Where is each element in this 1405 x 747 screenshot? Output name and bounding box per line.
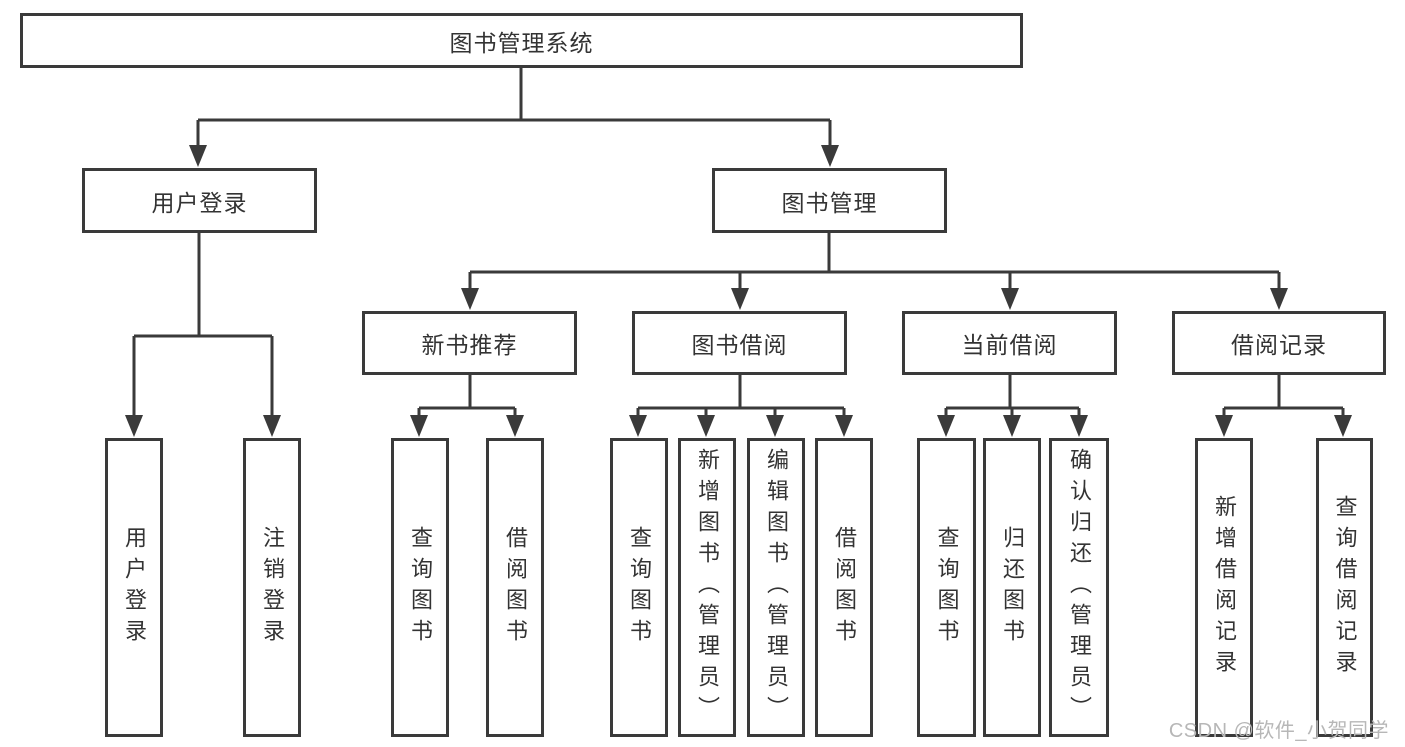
leaf-query-borrow-record-label: 查询借阅记录 [1332,494,1358,681]
node-book-management: 图书管理 [712,168,947,233]
leaf-query-borrow-record: 查询借阅记录 [1316,438,1373,737]
connector-new-books-to-leaves [410,375,524,437]
node-root-library-system: 图书管理系统 [20,13,1023,68]
leaf-borrow-books: 借阅图书 [815,438,873,737]
leaf-borrow-books-recommend-label: 借阅图书 [503,525,528,650]
watermark: CSDN @软件_小贺同学 [1168,720,1389,742]
connector-book-mgmt-to-level3 [461,233,1288,310]
connector-current-borrow-to-leaves [937,375,1088,437]
leaf-query-books-borrow: 查询图书 [610,438,668,737]
node-borrow-records: 借阅记录 [1172,311,1386,375]
leaf-return-book: 归还图书 [983,438,1041,737]
leaf-query-books-current: 查询图书 [917,438,976,737]
leaf-query-books-borrow-label: 查询图书 [627,525,652,650]
node-new-book-recommend: 新书推荐 [362,311,577,375]
leaf-query-books-current-label: 查询图书 [934,525,960,650]
node-current-borrow: 当前借阅 [902,311,1117,375]
leaf-edit-book-admin-label: 编辑图书（管理员） [764,448,789,727]
leaf-logout: 注销登录 [243,438,301,737]
leaf-user-login-label: 用户登录 [122,525,147,650]
leaf-query-books-recommend: 查询图书 [391,438,449,737]
connector-book-borrow-to-leaves [629,375,853,437]
leaf-return-book-label: 归还图书 [1000,525,1025,650]
leaf-add-book-admin-label: 新增图书（管理员） [695,448,720,727]
leaf-edit-book-admin: 编辑图书（管理员） [747,438,805,737]
connector-user-login-to-leaves [125,233,281,437]
leaf-add-borrow-record: 新增借阅记录 [1195,438,1253,737]
leaf-add-borrow-record-label: 新增借阅记录 [1212,494,1237,681]
leaf-confirm-return-admin-label: 确认归还（管理员） [1067,448,1092,727]
node-book-borrow: 图书借阅 [632,311,847,375]
leaf-logout-label: 注销登录 [260,525,285,650]
leaf-user-login: 用户登录 [105,438,163,737]
leaf-borrow-books-label: 借阅图书 [832,525,857,650]
connector-root-to-level2 [189,68,839,167]
leaf-borrow-books-recommend: 借阅图书 [486,438,544,737]
connector-borrow-records-to-leaves [1215,375,1352,437]
node-user-login: 用户登录 [82,168,317,233]
leaf-query-books-recommend-label: 查询图书 [408,525,433,650]
leaf-add-book-admin: 新增图书（管理员） [678,438,736,737]
leaf-confirm-return-admin: 确认归还（管理员） [1049,438,1109,737]
